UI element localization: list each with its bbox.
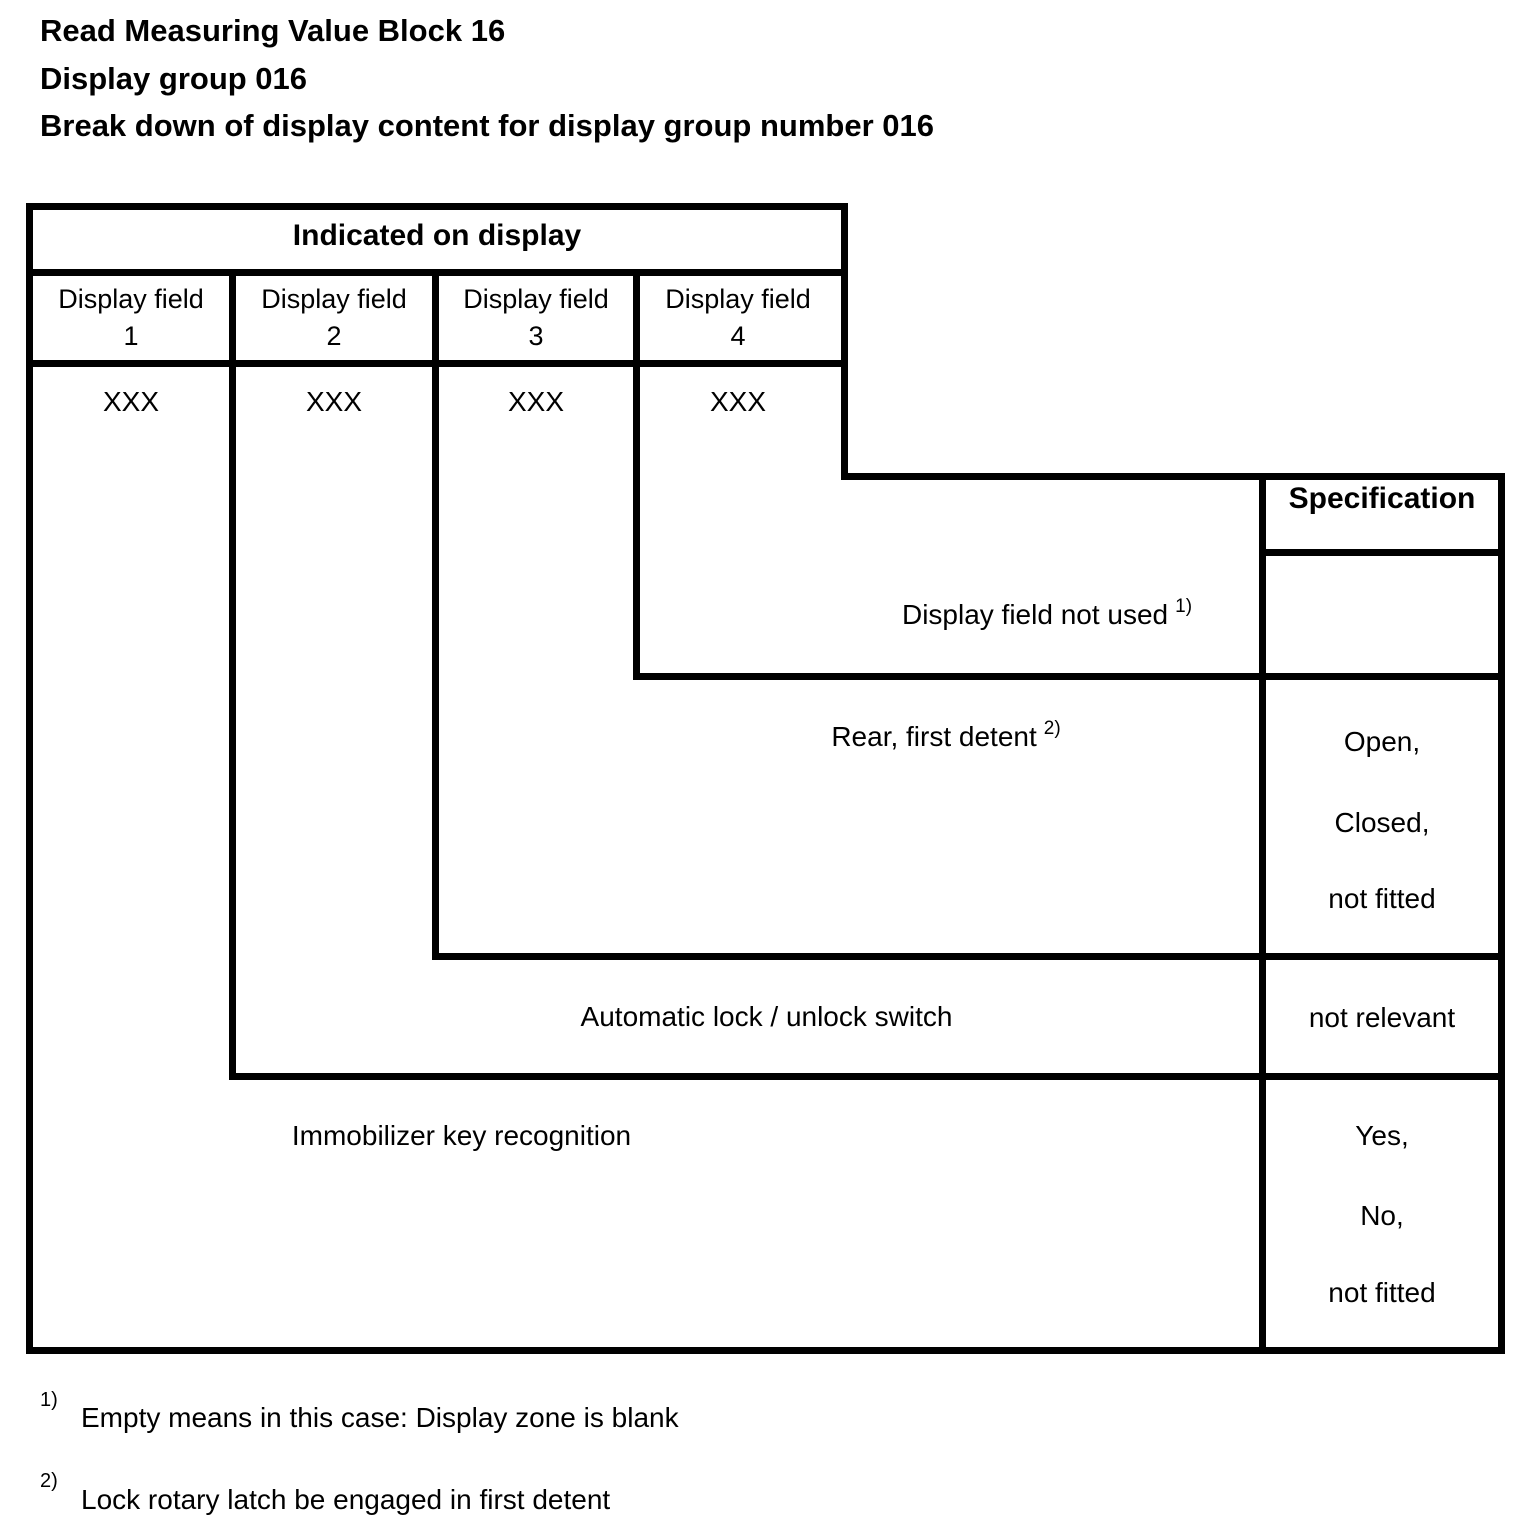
- display-field-1-value: XXX: [102, 386, 160, 417]
- spec-field3-value-open: Open,: [1343, 726, 1421, 757]
- row-field3-label-text: Rear, first detent: [831, 721, 1037, 752]
- display-field-3-header-label: Display field: [463, 284, 609, 314]
- spec-field1-value-not-fitted: not fitted: [1328, 1277, 1436, 1308]
- doc-title-line-3: Break down of display content for displa…: [40, 108, 934, 143]
- display-field-3-header: Display field 3: [463, 281, 609, 355]
- display-field-1-header: Display field 1: [58, 281, 204, 355]
- row-field1-label-text: Immobilizer key recognition: [291, 1120, 632, 1151]
- row-field4-top-border: [841, 473, 1505, 480]
- spec-field3-value-not-fitted: not fitted: [1328, 883, 1436, 914]
- row-field1-bottom-border: [26, 1347, 1505, 1354]
- footnote-2-text: Lock rotary latch be engaged in first de…: [81, 1484, 611, 1515]
- row-field2-label-text: Automatic lock / unlock switch: [580, 1001, 953, 1032]
- header-table-top-border: [26, 203, 848, 210]
- spec-column-right-border: [1498, 473, 1505, 1354]
- display-field-3-header-number: 3: [528, 321, 544, 351]
- display-field-2-header-label: Display field: [261, 284, 407, 314]
- row-field2-bottom-border: [229, 1073, 1505, 1080]
- doc-title-line-1: Read Measuring Value Block 16: [40, 13, 506, 48]
- row-field3-label: Rear, first detent 2): [831, 718, 1061, 757]
- col-divider-field1-field2: [229, 269, 236, 1080]
- row-field4-label-text: Display field not used: [901, 599, 1169, 630]
- indicated-on-display-header: Indicated on display: [292, 219, 582, 252]
- display-field-2-header-number: 2: [326, 321, 342, 351]
- spec-column-left-border: [1259, 473, 1266, 1354]
- col-divider-field2-field3: [432, 269, 439, 960]
- display-field-3-value: XXX: [507, 386, 565, 417]
- footnote-1-text: Empty means in this case: Display zone i…: [81, 1402, 679, 1433]
- display-field-1-header-label: Display field: [58, 284, 204, 314]
- display-field-4-header-number: 4: [730, 321, 746, 351]
- spec-field1-value-yes: Yes,: [1355, 1120, 1409, 1151]
- display-field-2-header: Display field 2: [261, 281, 407, 355]
- display-field-1-header-number: 1: [123, 321, 139, 351]
- row-field3-bottom-border: [432, 953, 1505, 960]
- footnote-1-marker: 1): [40, 1389, 58, 1411]
- specification-header: Specification: [1288, 482, 1476, 515]
- display-field-4-header-label: Display field: [665, 284, 811, 314]
- spec-field2-value-not-relevant: not relevant: [1308, 1002, 1456, 1033]
- outer-left-border: [26, 203, 33, 1354]
- display-field-2-value: XXX: [305, 386, 363, 417]
- spec-field1-value-no: No,: [1360, 1200, 1404, 1231]
- row-field4-label: Display field not used 1): [901, 596, 1193, 635]
- row-field1-label: Immobilizer key recognition: [292, 1120, 638, 1156]
- row-field2-label: Automatic lock / unlock switch: [581, 1001, 960, 1037]
- display-field-4-header: Display field 4: [665, 281, 811, 355]
- col-divider-field3-field4: [633, 269, 640, 680]
- spec-field3-value-closed: Closed,: [1334, 807, 1430, 838]
- row-field4-footnote-ref: 1): [1175, 596, 1193, 617]
- row-field4-bottom-border: [633, 673, 1505, 680]
- row-field3-footnote-ref: 2): [1043, 718, 1061, 739]
- doc-title-line-2: Display group 016: [40, 61, 308, 96]
- footnote-2-marker: 2): [40, 1470, 58, 1492]
- spec-header-bottom-border: [1259, 549, 1505, 556]
- header-table-right-border: [841, 203, 848, 480]
- display-field-4-value: XXX: [709, 386, 767, 417]
